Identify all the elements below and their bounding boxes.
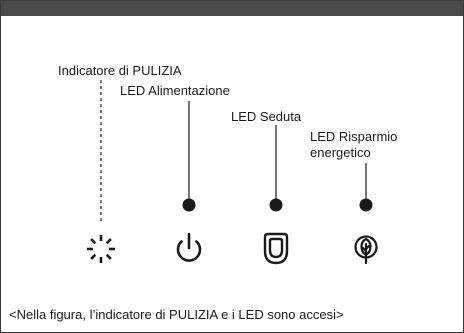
cleaning-indicator-label: Indicatore di PULIZIA bbox=[58, 63, 182, 78]
seat-led-dot bbox=[269, 198, 283, 212]
power-led-dot bbox=[182, 198, 196, 212]
power-icon bbox=[176, 232, 202, 262]
energy-saving-led-label-line2: energetico bbox=[310, 145, 371, 160]
cleaning-indicator-icon bbox=[87, 235, 115, 263]
energy-saving-led-dot bbox=[359, 198, 373, 212]
energy-saving-led-label-line1: LED Risparmio bbox=[310, 129, 398, 144]
seat-icon bbox=[263, 232, 289, 265]
power-led-label: LED Alimentazione bbox=[120, 83, 230, 98]
energy-saving-leaf-icon bbox=[354, 235, 378, 265]
seat-led-label: LED Seduta bbox=[231, 109, 302, 124]
figure-caption: <Nella figura, l’indicatore di PULIZIA e… bbox=[9, 307, 344, 322]
top-bar bbox=[1, 1, 463, 16]
